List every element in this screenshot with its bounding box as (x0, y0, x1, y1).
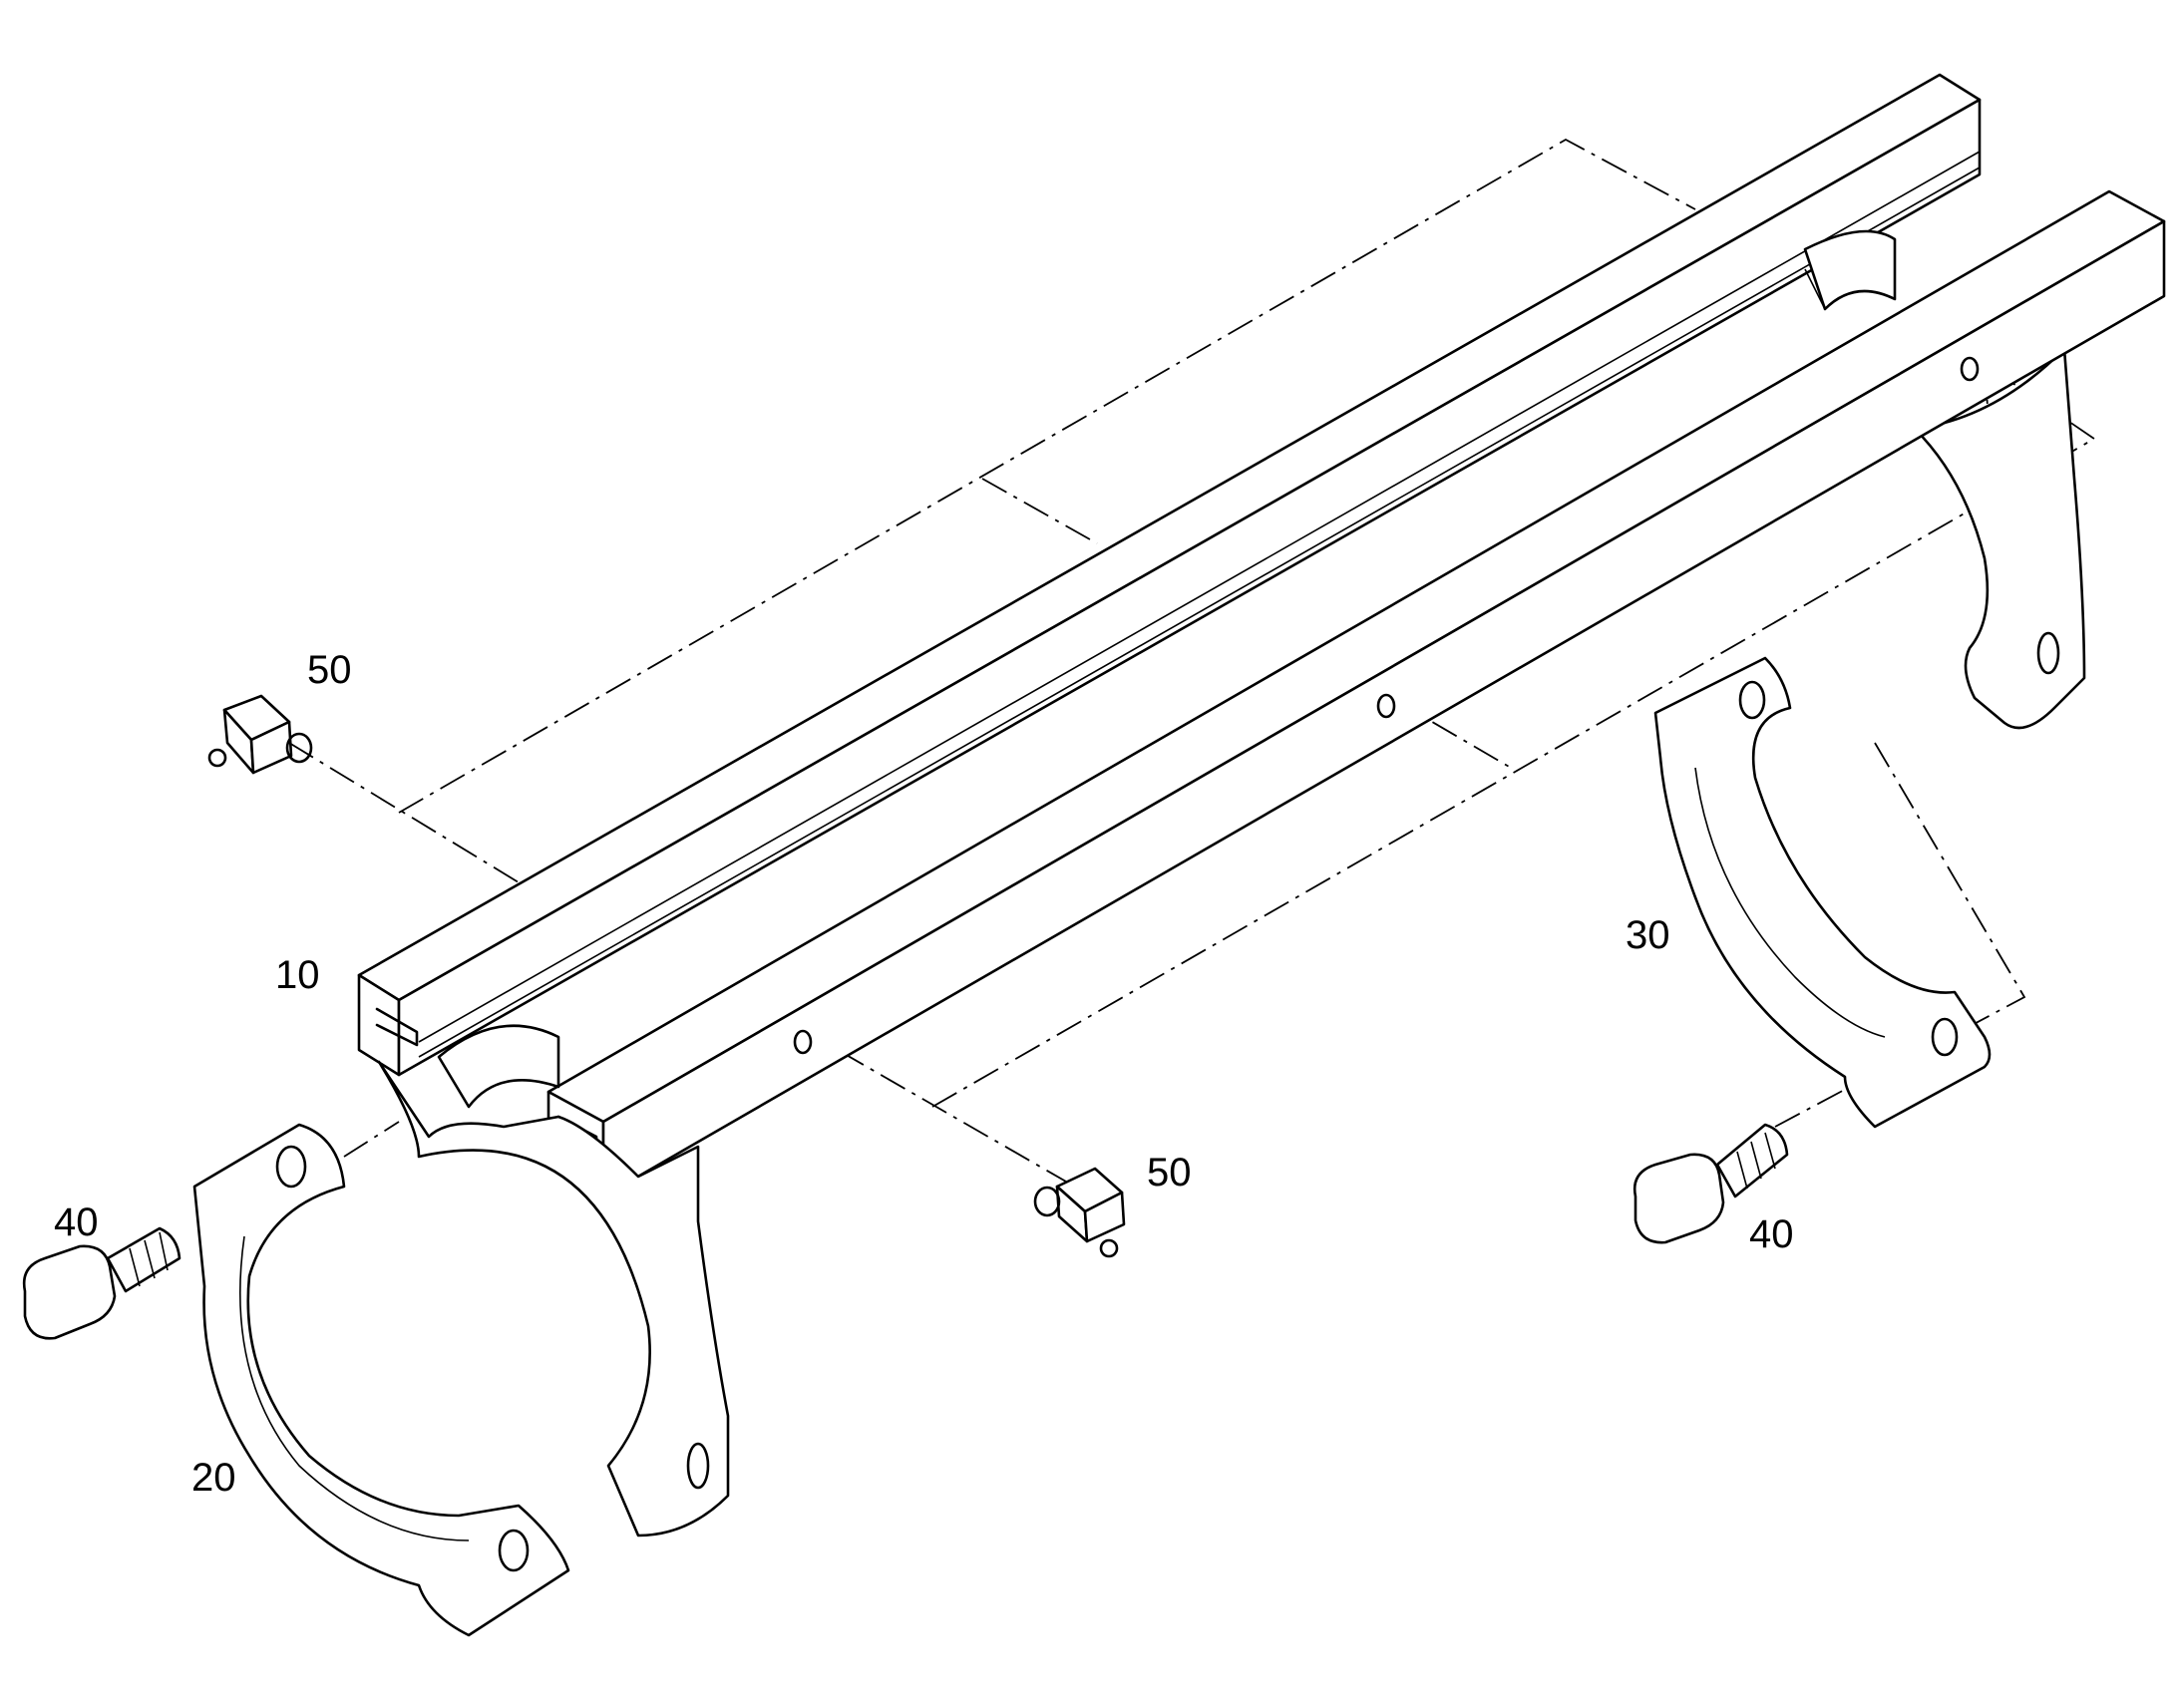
rail-bracket-left (377, 1060, 730, 1537)
label-fastener-bottom: 50 (1147, 1151, 1192, 1195)
label-lower-clamp-right: 30 (1626, 913, 1670, 957)
label-bolt-left: 40 (54, 1200, 99, 1244)
fastener-top (207, 694, 313, 775)
fastener-bottom (1033, 1167, 1126, 1258)
label-fastener-top: 50 (307, 648, 352, 692)
support-rail (357, 73, 2166, 1198)
label-bolt-right: 40 (1749, 1212, 1794, 1256)
bolt-left (22, 1226, 182, 1340)
label-support-rail: 10 (275, 953, 320, 997)
label-lower-clamp-left: 20 (191, 1456, 236, 1500)
bolt-right (1633, 1123, 1789, 1244)
lower-clamp-right (1653, 656, 1992, 1129)
lower-clamp-left (192, 1123, 570, 1637)
